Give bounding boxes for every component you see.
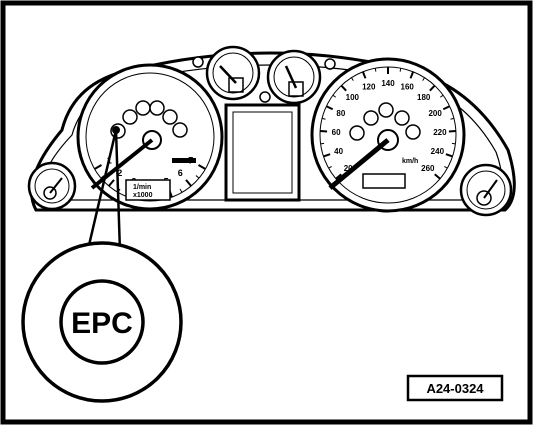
speedo-scale-label: 160 [401,82,415,91]
warning-lamp [405,124,421,140]
epc-callout: EPC [21,241,183,403]
indicator-lamp [192,56,204,68]
warning-lamp [149,100,165,116]
top-gauge-temp [266,49,322,105]
speedo-scale-label: 60 [332,128,341,137]
odometer-box [362,173,406,189]
left-small-gauge [27,161,77,211]
callout-leader [84,129,122,259]
right-small-gauge [459,163,513,217]
figure-id: A24-0324 [426,381,484,396]
speedo-scale-label: 80 [336,109,345,118]
warning-lamp [135,100,151,116]
speedo-unit: km/h [402,158,418,165]
speedo-scale-minor-tick [328,165,332,169]
speedo-scale-tick [442,105,451,111]
speedo-scale-minor-tick [351,77,354,81]
speedo-scale-tick [340,84,347,92]
speedo-scale-label: 240 [431,147,445,156]
speedo-scale-tick [434,173,441,180]
speedo-scale-label: 220 [433,128,447,137]
tach-unit-box [125,179,171,201]
speedo-scale-tick [361,71,367,79]
speedo-scale-minor-tick [439,94,444,98]
speedo-scale-label: 180 [417,93,431,102]
speedo-scale-minor-tick [321,117,326,120]
top-gauge-fuel [205,45,261,101]
speedo-scale-minor-tick [422,77,425,81]
tach-scale-minor-tick [195,175,200,179]
tachometer: 1234567 1/min x1000 [76,63,224,211]
tach-scale-minor-tick [179,188,183,193]
speedo-scale-label: 260 [421,164,435,173]
tach-redline-mark [172,158,196,163]
warning-lamp [394,110,410,126]
speedo-scale-tick [409,71,415,79]
speedo-scale-label: 200 [428,109,442,118]
speedo-scale-minor-tick [399,68,402,72]
speedo-scale-label: 20 [344,164,353,173]
speedo-scale-minor-tick [444,165,448,169]
epc-lamp-enlarged [59,279,145,365]
tach-scale-tick [185,179,192,187]
figure-frame [0,0,533,425]
tach-scale-tick [94,164,103,170]
tach-scale-tick [197,164,206,170]
speedo-scale-tick [445,153,453,158]
figure-id-box: A24-0324 [406,374,504,402]
speedo-scale-tick [429,84,436,92]
indicator-lamp [324,58,336,70]
speedo-scale-minor-tick [332,94,337,98]
speedo-scale-minor-tick [450,117,455,120]
speedo-scale-label: 40 [334,147,343,156]
warning-lamp [363,110,379,126]
speedo-scale-tick [325,105,334,111]
warning-lamp [349,125,365,141]
epc-label: EPC [71,307,133,340]
speedo-needle [328,138,390,190]
warning-lamp [172,122,188,138]
warning-lamp [122,109,138,125]
speedo-scale-label: 100 [346,93,360,102]
speedo-scale-label: 120 [362,82,376,91]
speedo-scale-minor-tick [374,68,377,72]
tach-unit-line-1: 1/min [133,184,151,191]
center-display [224,103,301,202]
speedo-scale-tick [323,153,331,158]
warning-lamp [378,102,394,118]
speedo-scale-label: 140 [381,79,395,88]
tach-scale-tick [108,179,115,187]
speedo-scale-tick [335,173,342,180]
warning-lamp [162,109,178,125]
tach-scale-minor-tick [100,175,105,179]
tach-scale-label: 2 [117,168,122,178]
indicator-lamp [259,91,271,103]
tach-scale-label: 6 [178,168,183,178]
tach-needle [90,138,154,190]
tach-unit-line-2: x1000 [133,192,153,199]
